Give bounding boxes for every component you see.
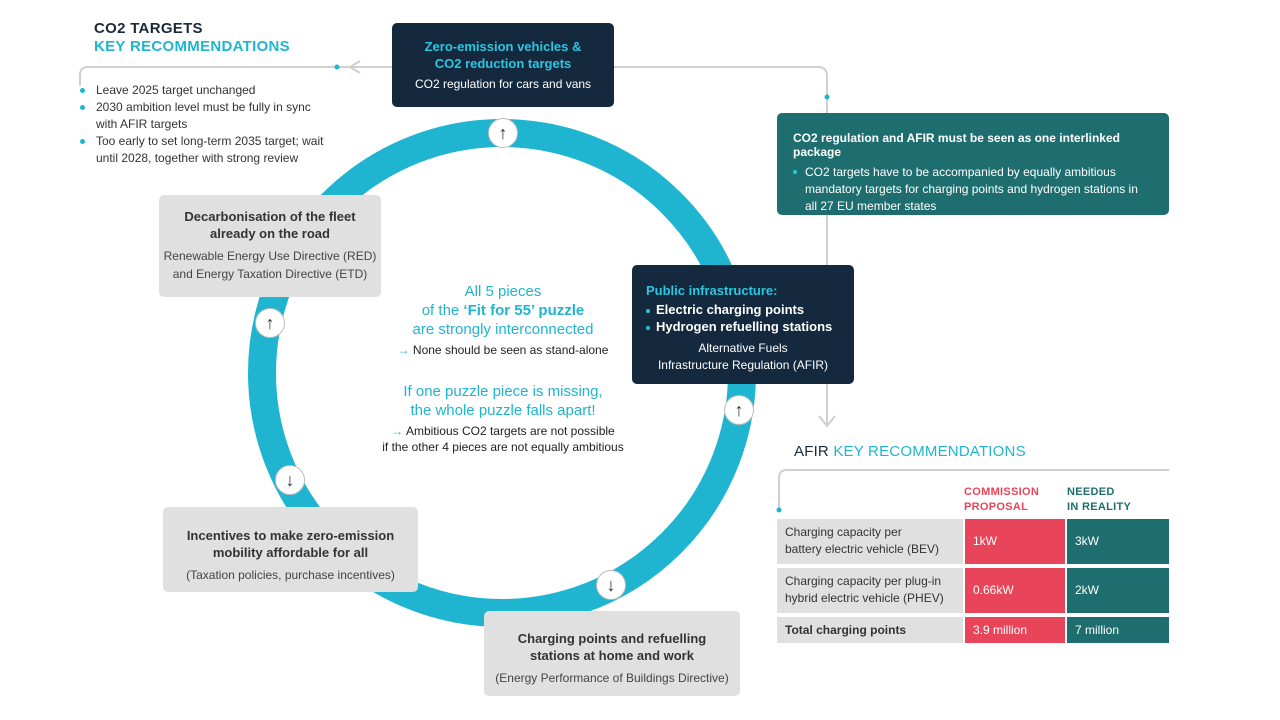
charging-home-title-2: stations at home and work [530,648,694,663]
commission-proposal-header: COMMISSION PROPOSAL [964,486,1040,513]
charging-home-title-1: Charging points and refuelling [517,631,707,646]
needed-value: 3kW [1067,519,1169,564]
public-infra-title: Public infrastructure: [646,283,778,298]
arrow-down-icon: ↓ [596,570,626,600]
table-row-label: Total charging points [777,617,963,643]
needed-value: 2kW [1067,568,1169,613]
needed-in-reality-header: NEEDED IN REALITY [1067,486,1132,513]
center-note-2b: if the other 4 pieces are not equally am… [382,440,624,454]
connector-left-arrowhead [348,60,361,74]
zero-emission-title-2: CO2 reduction targets [434,56,572,71]
connector-right [614,66,828,425]
connector-left-dot [334,64,340,70]
zero-emission-title-1: Zero-emission vehicles & [424,39,582,54]
arrow-up-icon: ↑ [724,395,754,425]
bullet-dot-icon [646,308,650,313]
connector-left [79,66,392,86]
connector-right-arrowhead [818,415,836,428]
fleet-sub-2: and Energy Taxation Directive (ETD) [172,267,368,281]
co2-recommendations-list: Leave 2025 target unchanged 2030 ambitio… [80,82,330,167]
fleet-decarbonisation-box: Decarbonisation of the fleet already on … [159,195,381,297]
center-note-1: → None should be seen as stand-alone [397,343,609,357]
public-infrastructure-box: Public infrastructure: Electric charging… [632,265,854,384]
center-line-2: of the ‘Fit for 55’ puzzle [421,302,585,319]
needed-value: 7 million [1067,617,1169,643]
interlinked-package-box: CO2 regulation and AFIR must be seen as … [777,113,1169,215]
center-message: All 5 pieces of the ‘Fit for 55’ puzzle … [360,282,646,455]
incentives-title-1: Incentives to make zero-emission [186,528,395,543]
interlinked-title: CO2 regulation and AFIR must be seen as … [793,131,1120,159]
arrow-down-icon: ↓ [275,465,305,495]
table-row-label: Charging capacity per battery electric v… [777,519,963,564]
bullet-dot-icon [646,325,650,330]
afir-heading: AFIR KEY RECOMMENDATIONS [794,443,1026,460]
public-infra-list: Electric charging points Hydrogen refuel… [646,301,854,335]
center-line-5: the whole puzzle falls apart! [410,402,596,419]
commission-value: 3.9 million [965,617,1065,643]
incentives-box: Incentives to make zero-emission mobilit… [163,507,418,592]
zero-emission-box: Zero-emission vehicles & CO2 reduction t… [392,23,614,107]
arrow-right-icon: → [397,343,410,357]
fleet-sub-1: Renewable Energy Use Directive (RED) [163,249,377,263]
center-note-2: → Ambitious CO2 targets are not possible [391,424,615,438]
public-infra-item: Hydrogen refuelling stations [646,318,854,335]
co2-recommendation-item: Too early to set long-term 2035 target; … [80,133,330,167]
interlinked-body: CO2 targets have to be accompanied by eq… [793,164,1145,215]
arrow-up-icon: ↑ [255,308,285,338]
commission-value: 1kW [965,519,1065,564]
center-line-1: All 5 pieces [464,283,542,300]
arrow-right-icon: → [391,424,404,438]
fleet-title-1: Decarbonisation of the fleet [184,209,356,224]
connector-right-dot [824,94,830,100]
charging-home-sub: (Energy Performance of Buildings Directi… [495,671,729,685]
center-line-3: are strongly interconnected [412,321,594,338]
center-line-4: If one puzzle piece is missing, [403,383,603,400]
afir-section-line [778,469,1169,508]
incentives-sub: (Taxation policies, purchase incentives) [186,568,395,582]
zero-emission-subtitle: CO2 regulation for cars and vans [414,77,592,91]
public-infra-sub-1: Alternative Fuels [698,341,788,355]
public-infra-sub-2: Infrastructure Regulation (AFIR) [657,358,829,372]
incentives-title-2: mobility affordable for all [212,545,369,560]
afir-section-dot [776,507,782,513]
co2-key-recommendations-heading: KEY RECOMMENDATIONS [94,38,290,55]
co2-recommendation-item: 2030 ambition level must be fully in syn… [80,99,330,133]
co2-recommendation-item: Leave 2025 target unchanged [80,82,330,99]
fleet-title-2: already on the road [210,226,330,241]
commission-value: 0.66kW [965,568,1065,613]
co2-targets-heading: CO2 TARGETS [94,20,203,37]
arrow-up-icon: ↑ [488,118,518,148]
table-row-label: Charging capacity per plug-in hybrid ele… [777,568,963,613]
public-infra-item: Electric charging points [646,301,854,318]
charging-home-box: Charging points and refuelling stations … [484,611,740,696]
